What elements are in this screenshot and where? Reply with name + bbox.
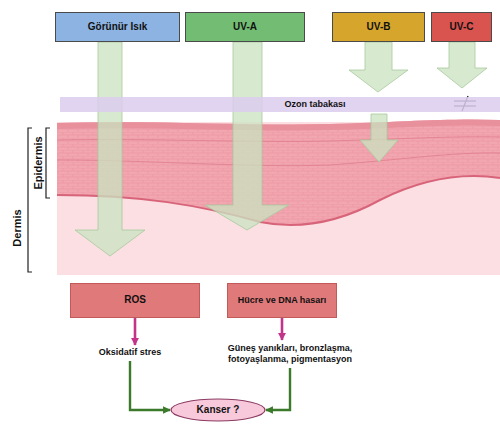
effect-box: Hücre ve DNA hasarı bbox=[227, 283, 337, 318]
node-label: UV-C bbox=[450, 21, 474, 34]
node-label: Hücre ve DNA hasarı bbox=[238, 295, 327, 306]
light-source-box: UV-A bbox=[185, 12, 305, 42]
layer-label: Epidermis bbox=[31, 136, 43, 189]
outcome-text: Oksidatif stres bbox=[80, 345, 180, 361]
stratum-line bbox=[57, 137, 500, 142]
effect-box: ROS bbox=[70, 283, 200, 318]
flow-arrow bbox=[281, 318, 284, 340]
uvb-arrow bbox=[360, 114, 398, 162]
uva-arrow bbox=[205, 42, 289, 230]
outcome-text: Güneş yanıkları, bronzlaşma, fotoyaşlanm… bbox=[205, 340, 375, 368]
ellipse-shape bbox=[171, 399, 265, 421]
node-label: Güneş yanıkları, bronzlaşma, fotoyaşlanm… bbox=[205, 343, 375, 366]
epidermis-bracket bbox=[46, 128, 50, 198]
node-label: Oksidatif stres bbox=[99, 347, 162, 358]
node-label: UV-B bbox=[367, 21, 391, 34]
uvb-arrow bbox=[349, 42, 408, 92]
flow-arrow bbox=[266, 368, 290, 410]
node-label: ROS bbox=[124, 294, 146, 307]
uvc-arrow bbox=[437, 42, 487, 88]
node-label: Görünür Isık bbox=[88, 21, 147, 34]
stratum-line bbox=[57, 153, 500, 166]
flow-arrow bbox=[134, 318, 137, 345]
flow-arrow bbox=[130, 361, 170, 410]
stratum-corneum bbox=[57, 119, 500, 130]
light-source-box: UV-B bbox=[332, 12, 425, 42]
result-ellipse: Kanser ? bbox=[170, 398, 266, 422]
light-source-box: UV-C bbox=[431, 12, 492, 42]
node-label: UV-A bbox=[233, 21, 257, 34]
node-label: Kanser ? bbox=[197, 404, 240, 417]
visible-light-arrow bbox=[75, 42, 145, 256]
ozone-band: Ozon tabakası bbox=[60, 97, 500, 112]
node-label: Ozon tabakası bbox=[284, 99, 345, 110]
layer-label: Dermis bbox=[10, 209, 22, 246]
basal-layer bbox=[57, 176, 500, 225]
light-source-box: Görünür Isık bbox=[55, 12, 180, 42]
